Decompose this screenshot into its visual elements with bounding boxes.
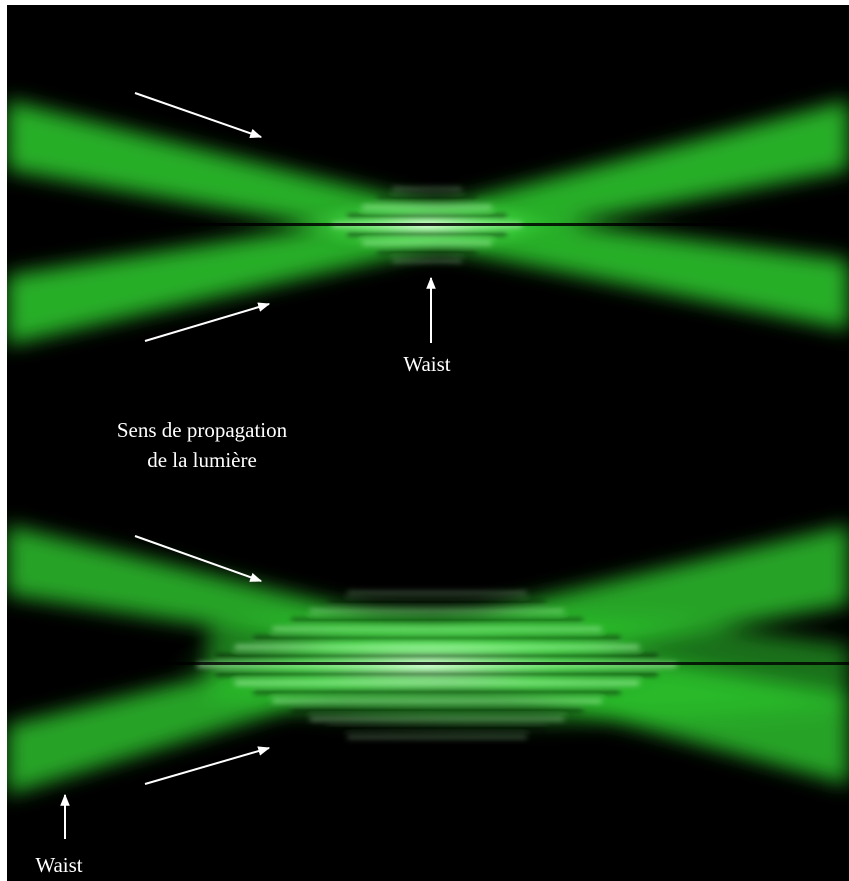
top-lower-direction-arrow <box>144 302 271 342</box>
top-dark-axis-line <box>7 223 849 226</box>
bottom-fringe <box>215 672 659 676</box>
top-fringe <box>377 196 477 200</box>
bottom-fringe <box>309 609 565 613</box>
top-fringe <box>362 205 492 209</box>
top-fringe <box>392 187 462 191</box>
interference-figure: Waist Sens de propagation de la lumière … <box>7 5 849 881</box>
top-fringe <box>347 214 507 218</box>
bottom-panel: Waist <box>7 525 849 877</box>
top-fringe <box>347 232 507 236</box>
bottom-fringe <box>347 591 527 595</box>
propagation-caption-line1: Sens de propagation <box>117 418 288 442</box>
bottom-fringe <box>215 654 659 658</box>
propagation-caption-line2: de la lumière <box>147 448 257 472</box>
bottom-fringe <box>253 636 621 640</box>
bottom-fringe <box>290 708 584 712</box>
bottom-fringe <box>272 699 602 703</box>
top-fringe <box>392 259 462 263</box>
top-panel: Waist <box>7 92 849 376</box>
top-upper-direction-arrow <box>134 92 263 138</box>
bottom-fringe <box>234 681 640 685</box>
top-fringe <box>362 241 492 245</box>
bottom-fringe <box>328 726 546 730</box>
bottom-fringe <box>234 645 640 649</box>
bottom-fringe <box>290 618 584 622</box>
bottom-dark-axis-line <box>7 662 849 665</box>
propagation-caption: Sens de propagation de la lumière <box>117 418 288 472</box>
top-waist-label: Waist <box>403 352 450 376</box>
bottom-fringes <box>197 591 677 739</box>
bottom-waist-label: Waist <box>35 853 82 877</box>
bottom-fringe <box>253 690 621 694</box>
top-fringe <box>377 250 477 254</box>
bottom-upper-direction-arrow <box>134 535 263 582</box>
bottom-fringe <box>309 717 565 721</box>
bottom-fringe <box>272 627 602 631</box>
bottom-fringe <box>328 600 546 604</box>
bottom-fringe <box>347 735 527 739</box>
bottom-lower-direction-arrow <box>144 746 271 785</box>
